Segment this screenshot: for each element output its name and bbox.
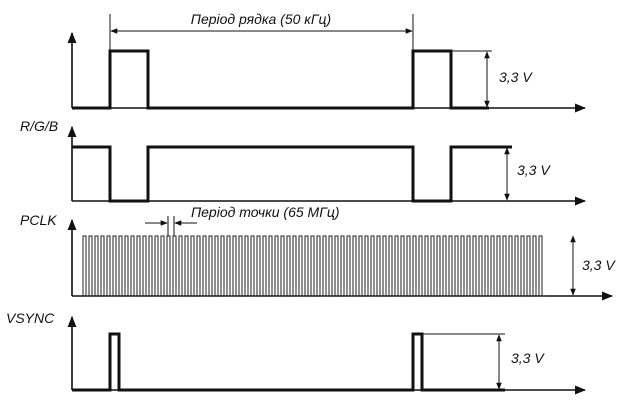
hsync-waveform-group: Період рядка (50 кГц) 3,3 V [67, 11, 587, 113]
vsync-signal-name: VSYNC [6, 310, 55, 326]
vsync-waveform [72, 332, 505, 392]
pclk-clock-waveform [82, 235, 548, 297]
vsync-amplitude-label: 3,3 V [511, 350, 545, 366]
rgb-signal-name: R/G/B [20, 118, 58, 134]
hsync-amplitude-label: 3,3 V [499, 69, 533, 85]
rgb-waveform [72, 145, 512, 203]
rgb-waveform-group: R/G/B 3,3 V [20, 118, 587, 206]
vsync-waveform-group: VSYNC 3,3 V [6, 310, 587, 395]
pclk-signal-name: PCLK [20, 212, 57, 228]
pclk-period-label: Період точки (65 МГц) [191, 204, 340, 220]
pclk-waveform-group: PCLK Період точки (65 МГц) 3,3 V [20, 204, 616, 301]
rgb-amplitude-label: 3,3 V [517, 162, 551, 178]
hsync-period-label: Період рядка (50 кГц) [191, 11, 331, 27]
pclk-amplitude-label: 3,3 V [582, 257, 616, 273]
hsync-waveform [72, 49, 489, 110]
